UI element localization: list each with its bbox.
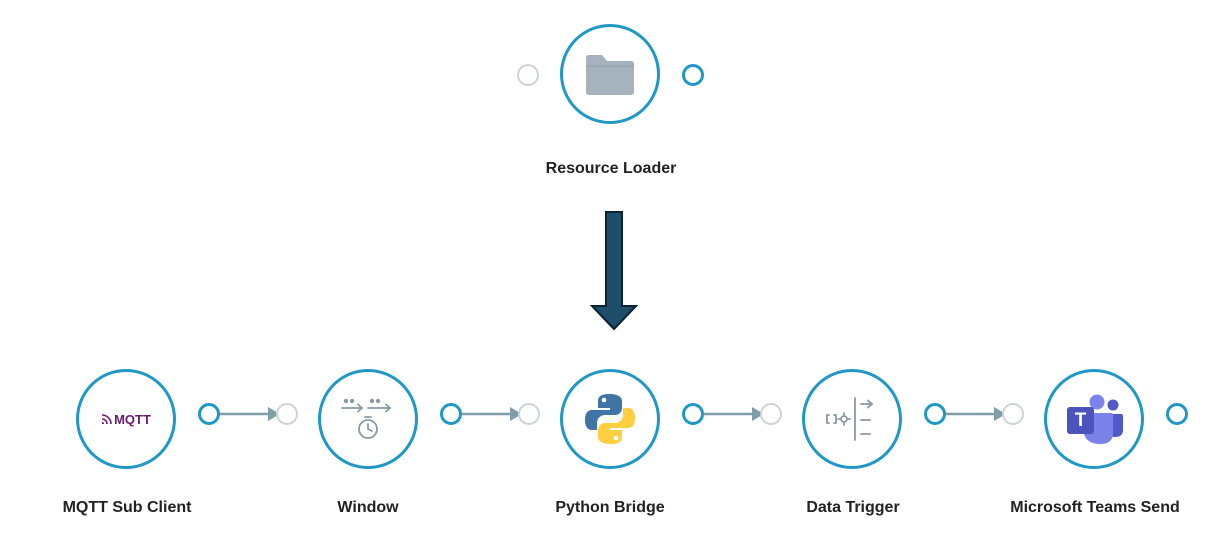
resource-loader-output-port[interactable] xyxy=(682,64,704,86)
connector-mqtt-to-window xyxy=(220,407,280,421)
python-bridge-output-port[interactable] xyxy=(682,403,704,425)
teams-send-output-port[interactable] xyxy=(1166,403,1188,425)
mqtt-logo-text: MQTT xyxy=(114,411,151,427)
python-bridge-node[interactable] xyxy=(560,369,660,469)
python-logo-icon xyxy=(585,394,635,444)
folder-icon xyxy=(586,55,634,95)
mqtt-sub-client-node[interactable]: MQTT xyxy=(76,369,176,469)
data-trigger-node[interactable] xyxy=(802,369,902,469)
python-bridge-input-port[interactable] xyxy=(518,403,540,425)
data-trigger-label: Data Trigger xyxy=(806,499,900,516)
connector-python-to-trigger xyxy=(704,407,764,421)
python-bridge-label: Python Bridge xyxy=(555,499,665,516)
mqtt-logo-icon: MQTT xyxy=(101,412,151,427)
teams-send-node[interactable]: T xyxy=(1044,369,1144,469)
connector-window-to-python xyxy=(462,407,522,421)
window-node[interactable] xyxy=(318,369,418,469)
teams-send-label: Microsoft Teams Send xyxy=(1010,499,1180,516)
window-input-port[interactable] xyxy=(276,403,298,425)
teams-logo-letter: T xyxy=(1074,410,1087,431)
connector-trigger-to-teams xyxy=(946,407,1006,421)
data-trigger-icon xyxy=(826,397,874,441)
window-label: Window xyxy=(337,499,399,516)
window-output-port[interactable] xyxy=(440,403,462,425)
window-timer-icon xyxy=(341,398,392,439)
resource-loader-node[interactable] xyxy=(560,24,660,124)
data-trigger-input-port[interactable] xyxy=(760,403,782,425)
big-down-arrow xyxy=(590,211,639,331)
mqtt-sub-client-label: MQTT Sub Client xyxy=(62,499,192,516)
resource-loader-input-port[interactable] xyxy=(517,64,539,86)
data-trigger-output-port[interactable] xyxy=(924,403,946,425)
resource-loader-label: Resource Loader xyxy=(545,160,677,177)
teams-logo-icon: T xyxy=(1063,392,1125,446)
mqtt-sub-client-output-port[interactable] xyxy=(198,403,220,425)
teams-send-input-port[interactable] xyxy=(1002,403,1024,425)
